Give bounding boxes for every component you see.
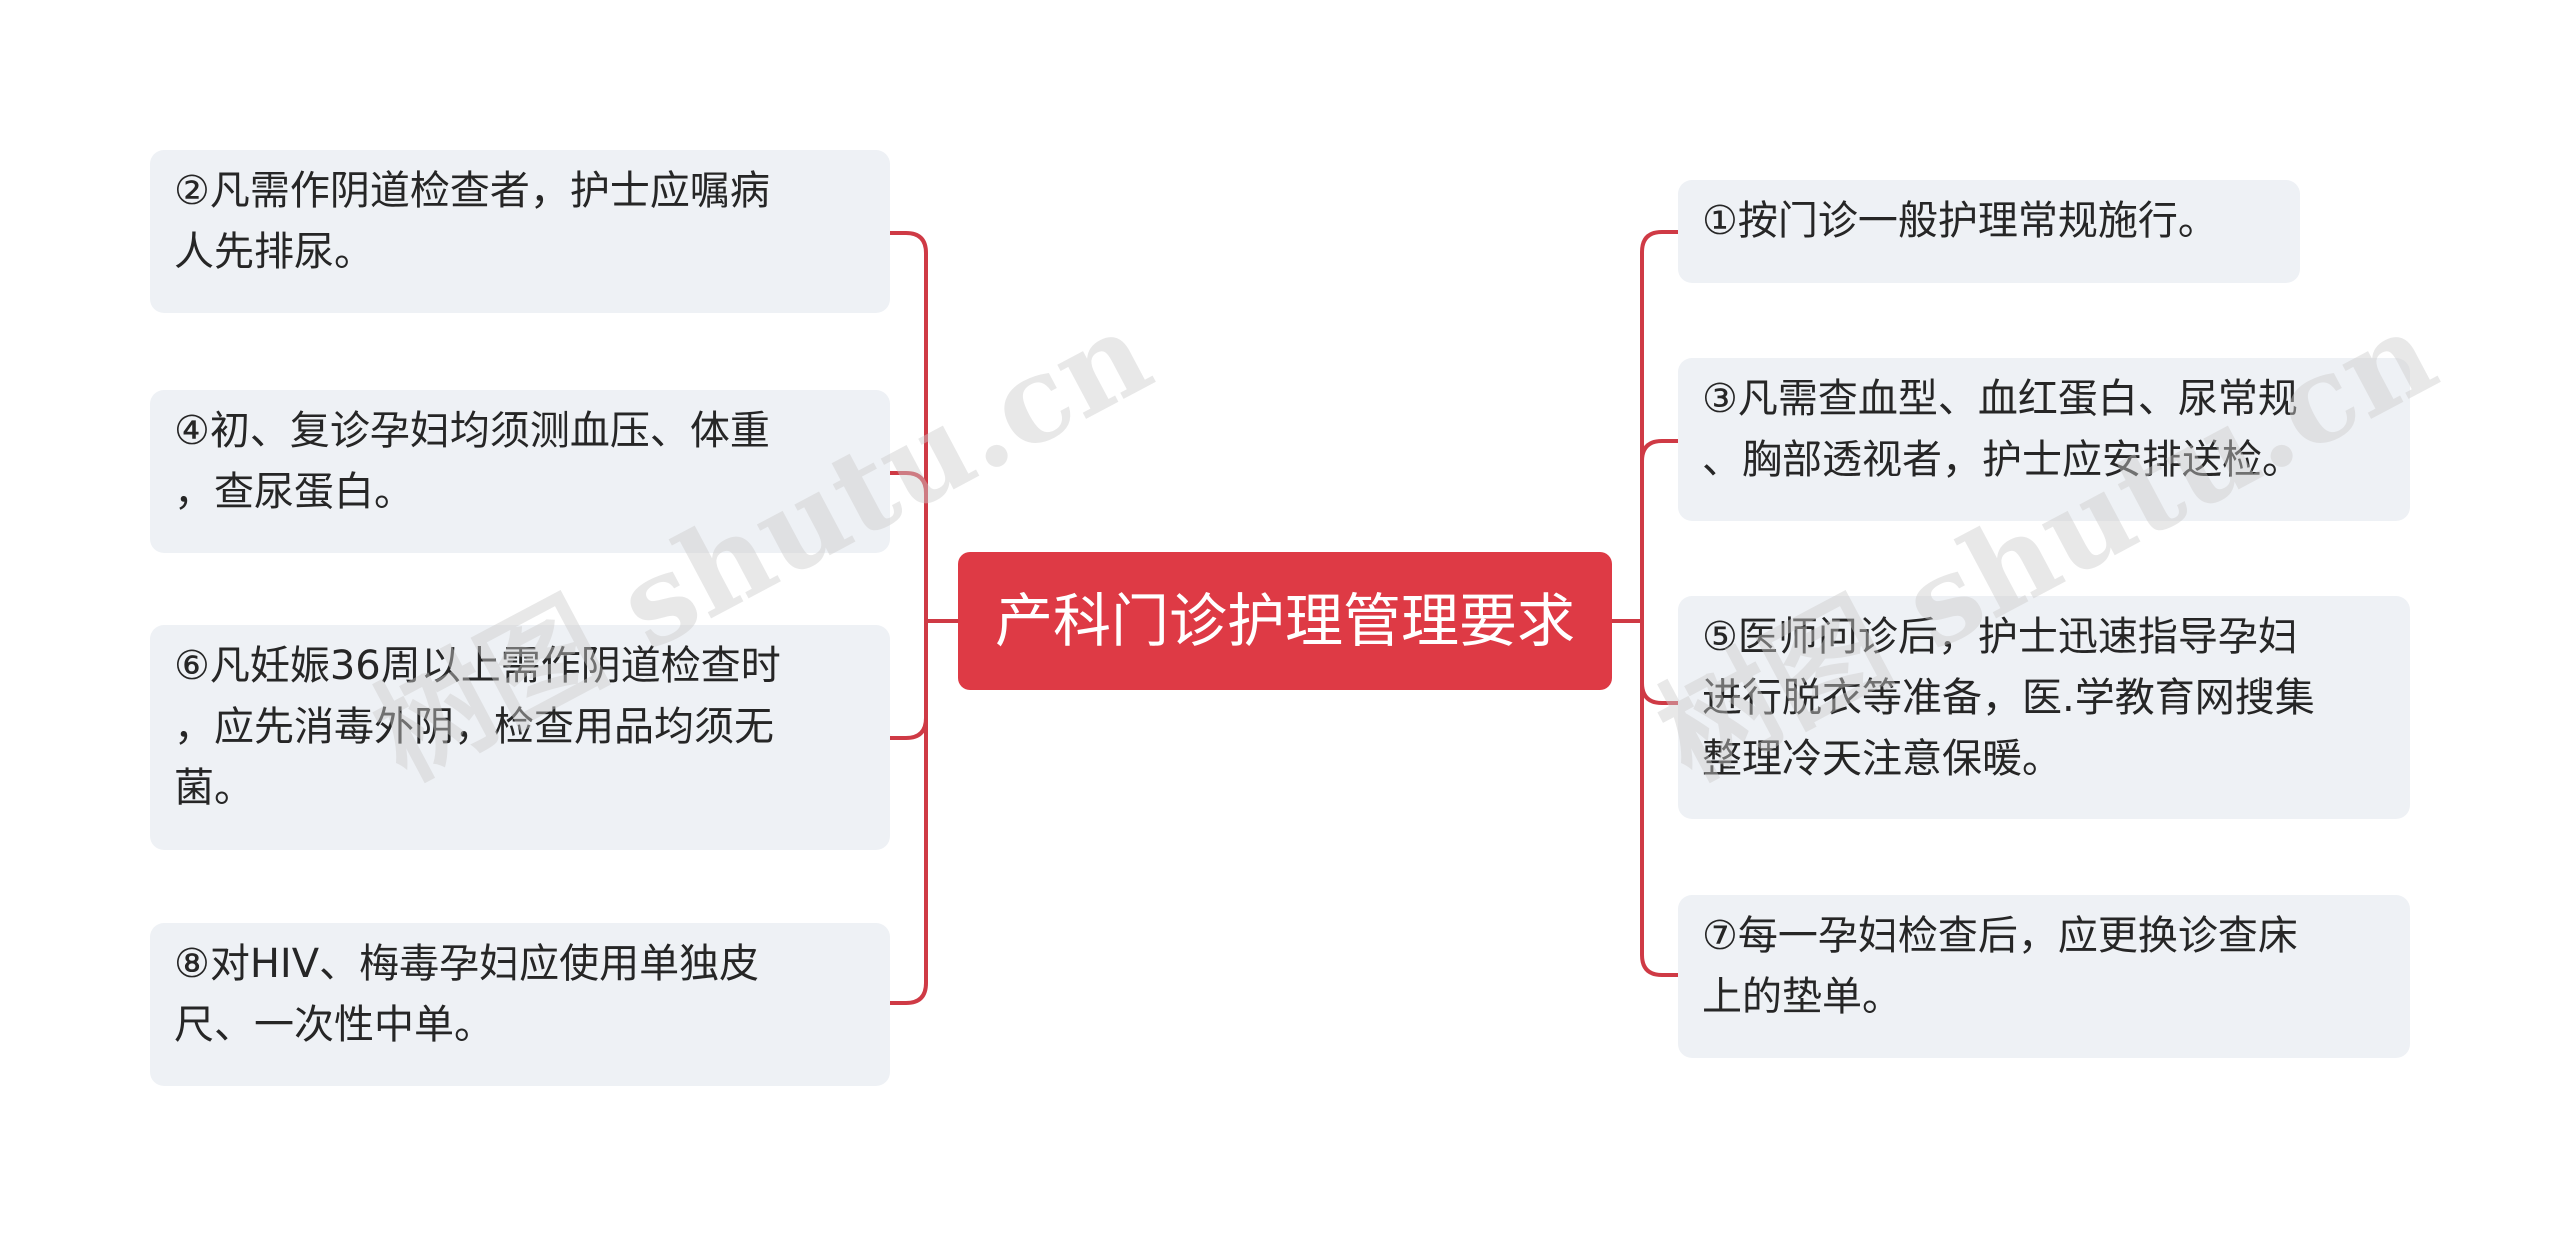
connector-right-2 — [1640, 439, 1680, 623]
connector-left-2 — [888, 471, 928, 623]
topic-right-4[interactable]: ⑦每一孕妇检查后，应更换诊查床 上的垫单。 — [1678, 895, 2410, 1058]
connector-left-1 — [888, 231, 928, 623]
topic-right-2[interactable]: ③凡需查血型、血红蛋白、尿常规 、胸部透视者，护士应安排送检。 — [1678, 358, 2410, 521]
topic-right-3[interactable]: ⑤医师问诊后，护士迅速指导孕妇 进行脱衣等准备，医.学教育网搜集 整理冷天注意保… — [1678, 596, 2410, 819]
topic-left-1[interactable]: ②凡需作阴道检查者，护士应嘱病 人先排尿。 — [150, 150, 890, 313]
connector-right-1 — [1640, 230, 1680, 623]
topic-right-1[interactable]: ①按门诊一般护理常规施行。 — [1678, 180, 2300, 283]
connector-left-3 — [888, 619, 928, 740]
connector-right-4 — [1640, 619, 1680, 977]
connector-right-3 — [1640, 619, 1680, 705]
root-topic[interactable]: 产科门诊护理管理要求 — [958, 552, 1612, 690]
topic-left-4[interactable]: ⑧对HIV、梅毒孕妇应使用单独皮 尺、一次性中单。 — [150, 923, 890, 1086]
connector-left-4 — [888, 619, 928, 1005]
topic-left-2[interactable]: ④初、复诊孕妇均须测血压、体重 ，查尿蛋白。 — [150, 390, 890, 553]
topic-left-3[interactable]: ⑥凡妊娠36周以上需作阴道检查时 ，应先消毒外阴，检查用品均须无 菌。 — [150, 625, 890, 850]
